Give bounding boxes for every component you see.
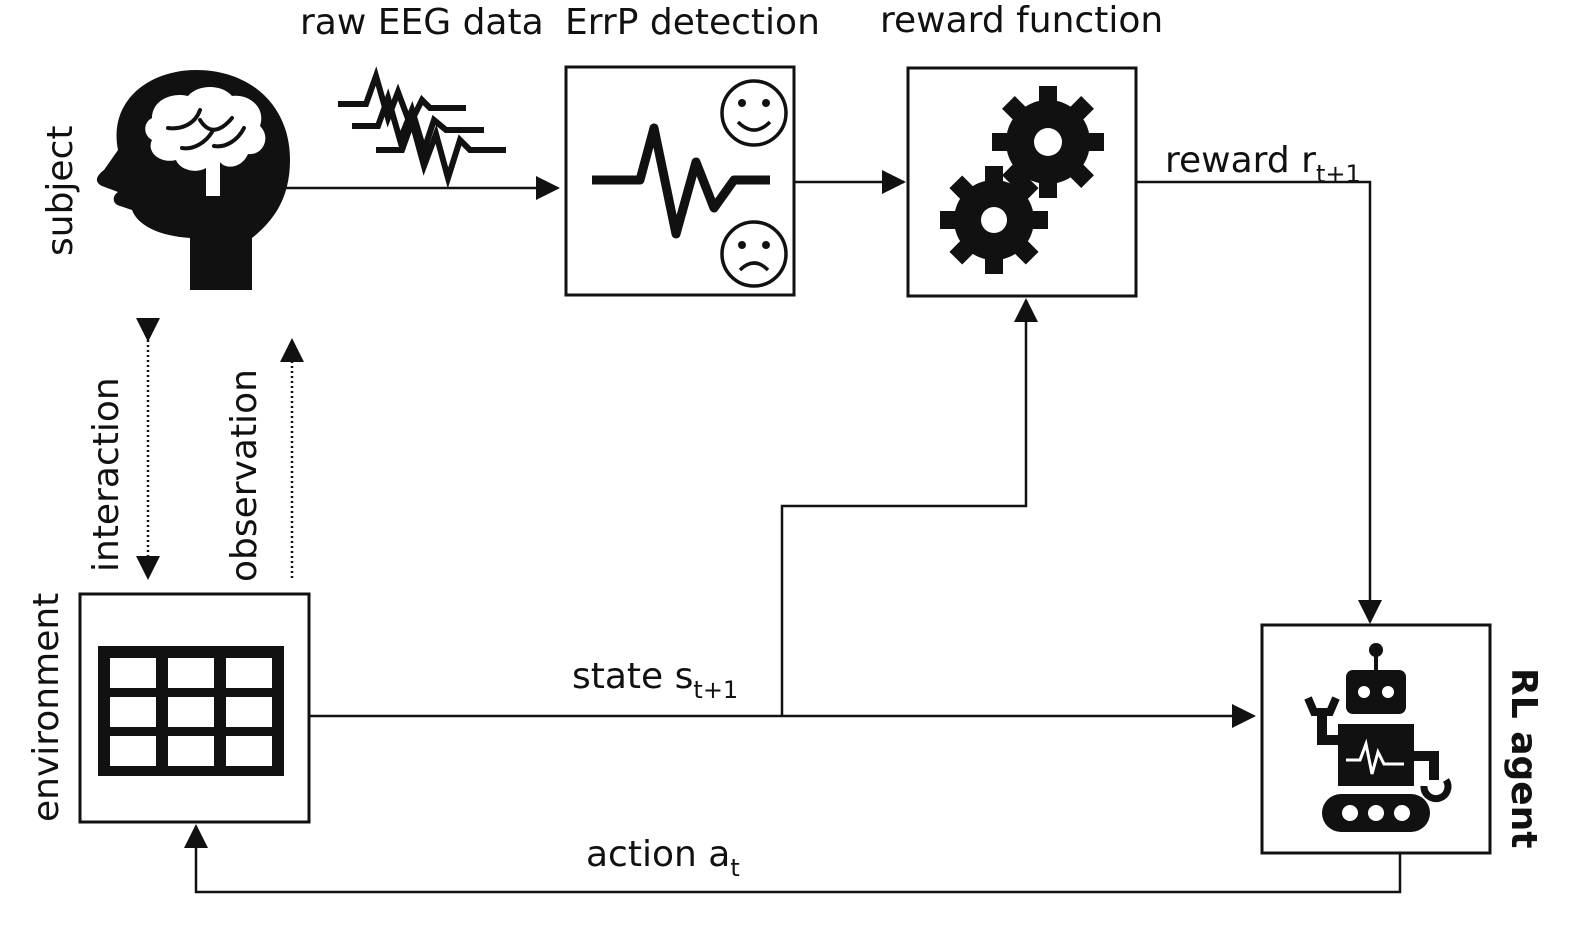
action-arrow — [184, 824, 1402, 894]
reward-to-agent-arrow — [1136, 180, 1382, 624]
eeg-waveform-icon — [338, 66, 506, 189]
interaction-label: interaction — [86, 377, 127, 572]
subject-label: subject — [40, 126, 81, 256]
state-label: state st+1 — [572, 656, 738, 704]
reward-label: reward rt+1 — [1165, 140, 1361, 188]
state-label-sub: t+1 — [693, 676, 738, 704]
state-to-reward-arrow — [780, 298, 1038, 716]
state-label-main: state s — [572, 656, 693, 697]
reward-function-label: reward function — [880, 0, 1163, 41]
robot-icon — [1304, 643, 1452, 832]
action-label-sub: t — [730, 854, 739, 882]
action-label-main: action a — [586, 834, 730, 875]
environment-label: environment — [26, 593, 67, 822]
happy-face-icon — [720, 79, 788, 147]
reward-label-main: reward r — [1165, 140, 1316, 181]
grid-icon — [98, 646, 284, 776]
errp-detection-label: ErrP detection — [565, 2, 820, 43]
raw-eeg-label: raw EEG data — [300, 2, 544, 43]
head-brain-icon — [96, 70, 291, 290]
reward-label-sub: t+1 — [1316, 160, 1361, 188]
errp-signal-icon — [592, 123, 770, 239]
gears-icon — [940, 86, 1104, 274]
observation-label: observation — [224, 369, 265, 582]
rl-agent-label: RL agent — [1503, 668, 1544, 849]
action-label: action at — [586, 834, 740, 882]
sad-face-icon — [720, 220, 788, 288]
